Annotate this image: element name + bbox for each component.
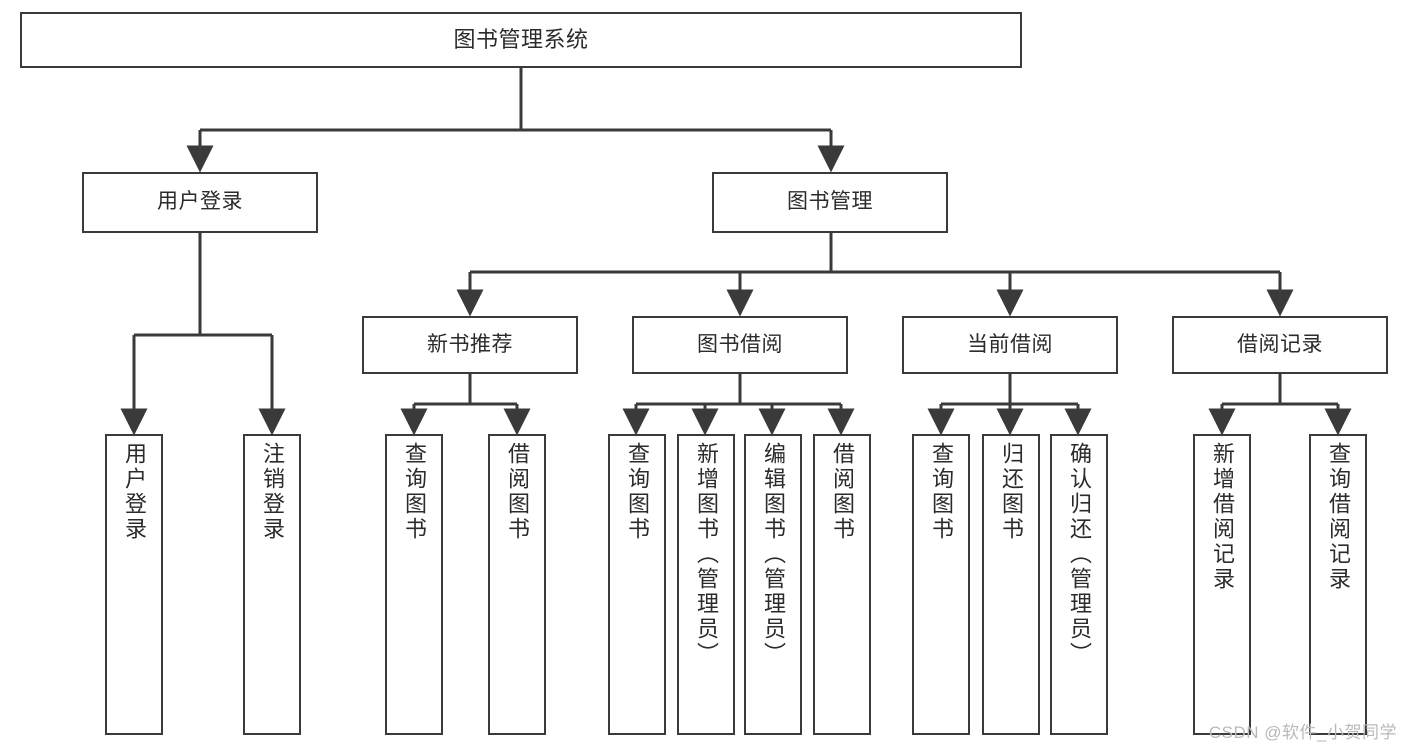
node-leaf-query-book-new-recommend[interactable]: 查询图书	[385, 434, 443, 735]
node-label: 图书管理	[787, 190, 873, 214]
node-label: 用户登录	[122, 442, 147, 542]
node-label: 查询图书	[402, 442, 427, 542]
node-label: 查询图书	[625, 442, 650, 542]
node-leaf-user-login[interactable]: 用户登录	[105, 434, 163, 735]
node-label: 借阅图书	[505, 442, 530, 542]
node-label: 新增图书（管理员）	[694, 442, 719, 667]
node-leaf-query-borrow-record[interactable]: 查询借阅记录	[1309, 434, 1367, 735]
node-new-book-recommend[interactable]: 新书推荐	[362, 316, 578, 374]
watermark-text: CSDN @软件_小贺同学	[1208, 723, 1397, 742]
node-borrow-record[interactable]: 借阅记录	[1172, 316, 1388, 374]
node-label: 图书管理系统	[453, 27, 589, 53]
node-root-book-management-system[interactable]: 图书管理系统	[20, 12, 1022, 68]
node-leaf-add-book-admin[interactable]: 新增图书（管理员）	[677, 434, 735, 735]
node-leaf-logout-login[interactable]: 注销登录	[243, 434, 301, 735]
node-leaf-borrow-book-borrow[interactable]: 借阅图书	[813, 434, 871, 735]
node-label: 查询借阅记录	[1326, 442, 1351, 592]
node-label: 借阅图书	[830, 442, 855, 542]
node-leaf-query-book-current[interactable]: 查询图书	[912, 434, 970, 735]
node-label: 当前借阅	[967, 332, 1053, 356]
node-leaf-edit-book-admin[interactable]: 编辑图书（管理员）	[744, 434, 802, 735]
node-leaf-add-borrow-record[interactable]: 新增借阅记录	[1193, 434, 1251, 735]
node-leaf-query-book-borrow[interactable]: 查询图书	[608, 434, 666, 735]
node-label: 归还图书	[999, 442, 1024, 542]
node-leaf-return-book[interactable]: 归还图书	[982, 434, 1040, 735]
node-book-borrow[interactable]: 图书借阅	[632, 316, 848, 374]
node-book-management[interactable]: 图书管理	[712, 172, 948, 233]
node-label: 注销登录	[260, 442, 285, 542]
node-user-login[interactable]: 用户登录	[82, 172, 318, 233]
node-label: 新增借阅记录	[1210, 442, 1235, 592]
node-label: 确认归还（管理员）	[1067, 442, 1092, 667]
node-label: 用户登录	[157, 190, 243, 214]
node-label: 借阅记录	[1237, 332, 1323, 356]
node-label: 编辑图书（管理员）	[761, 442, 786, 667]
node-label: 新书推荐	[427, 332, 513, 356]
node-label: 图书借阅	[697, 332, 783, 356]
node-leaf-borrow-book-new-recommend[interactable]: 借阅图书	[488, 434, 546, 735]
node-label: 查询图书	[929, 442, 954, 542]
node-current-borrow[interactable]: 当前借阅	[902, 316, 1118, 374]
node-leaf-confirm-return-admin[interactable]: 确认归还（管理员）	[1050, 434, 1108, 735]
